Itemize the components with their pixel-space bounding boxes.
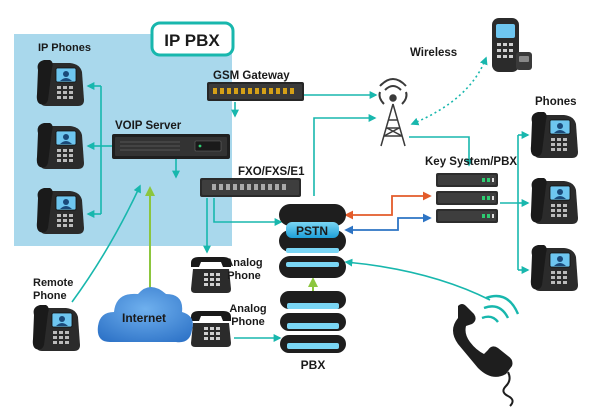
- fxo-gateway-icon: [200, 178, 301, 197]
- pstn-keysystem-blue-link: [344, 213, 432, 235]
- keysystem-to-phones-connector: [500, 131, 530, 274]
- analog-phone-2-label-line1: Analog: [229, 303, 266, 315]
- internet-cloud-icon: [97, 287, 193, 343]
- phones-label: Phones: [535, 96, 577, 108]
- internet-label: Internet: [122, 311, 166, 325]
- pbx-stack-icon: [280, 291, 346, 353]
- phone-right-2-icon: [530, 177, 579, 225]
- wireless-dotted-link: [410, 56, 488, 126]
- tower-to-pstn-connector: [313, 114, 377, 196]
- ip-phone-3-icon: [36, 187, 85, 235]
- pstn-keysystem-orange-link: [344, 191, 432, 220]
- gsm-gateway-label: GSM Gateway: [213, 70, 290, 82]
- gsm-gateway-icon: [207, 82, 304, 101]
- remote-phone-label-line1: Remote: [33, 277, 73, 289]
- phone-right-3-icon: [530, 244, 579, 292]
- ip-phones-label: IP Phones: [38, 42, 91, 54]
- voip-server-label: VOIP Server: [115, 120, 182, 132]
- analog-phone-1-label-line1: Analog: [225, 257, 262, 269]
- analog-phone-1-label-line2: Phone: [227, 270, 261, 282]
- analog-phone-2-icon: [191, 311, 231, 347]
- wireless-tower-icon: [378, 78, 408, 147]
- ip-phone-1-icon: [36, 59, 85, 107]
- fxo-label: FXO/FXS/E1: [238, 166, 305, 178]
- wireless-mobile-icon: [492, 18, 532, 72]
- remote-phone-label-line2: Phone: [33, 290, 67, 302]
- key-system-label: Key System/PBX: [425, 156, 517, 168]
- ip-pbx-title-box: IP PBX: [150, 21, 235, 57]
- ip-phone-2-icon: [36, 122, 85, 170]
- pbx-label: PBX: [301, 358, 326, 372]
- key-system-icon: [436, 173, 498, 223]
- wireless-label: Wireless: [410, 47, 457, 59]
- remote-phone-icon: [32, 304, 81, 352]
- voip-server-icon: [112, 134, 230, 159]
- remote-to-voip-arrow: [71, 184, 141, 303]
- phone-right-1-icon: [530, 111, 579, 159]
- fxo-to-pstn-connector: [213, 198, 283, 226]
- tower-to-keysystem-arrow: [409, 136, 473, 167]
- pstn-stack-icon: [279, 204, 346, 278]
- handset-icon: [453, 294, 520, 407]
- analog-phone-2-label-line2: Phone: [231, 316, 265, 328]
- ip-pbx-title: IP PBX: [164, 31, 220, 50]
- ip-phones-connector: [86, 82, 112, 218]
- pstn-to-handset-connector: [344, 258, 491, 301]
- pstn-label: PSTN: [296, 224, 328, 238]
